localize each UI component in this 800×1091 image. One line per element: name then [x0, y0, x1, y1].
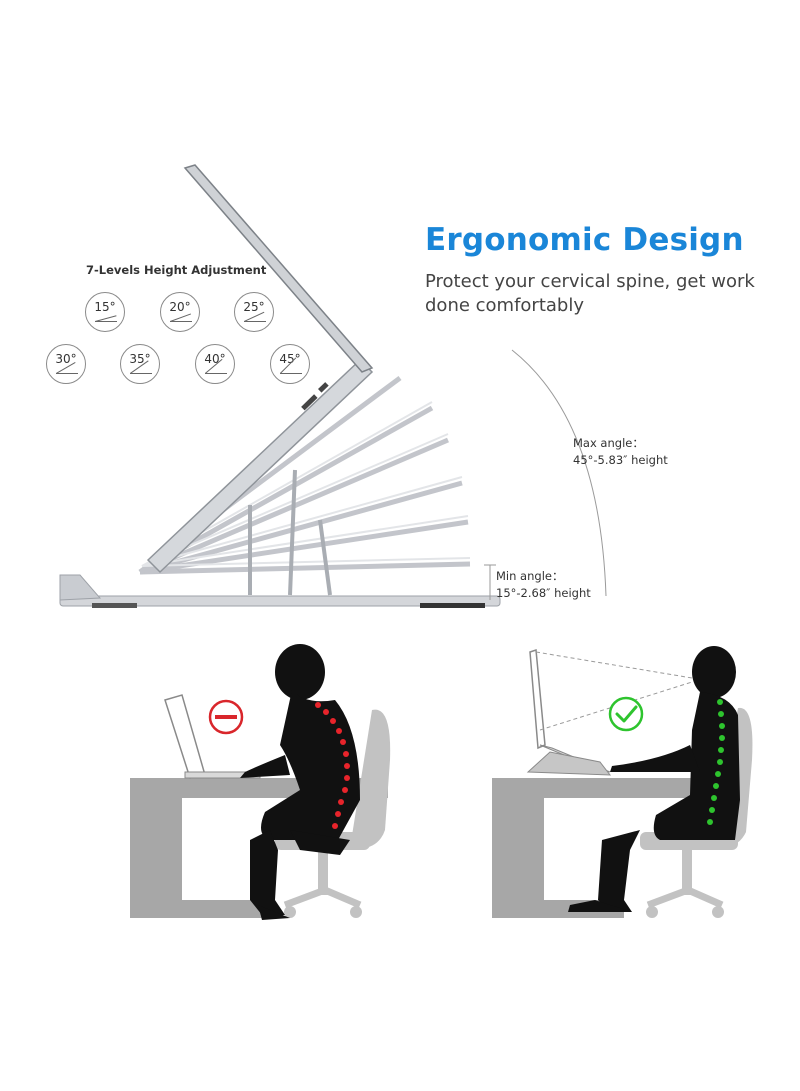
angle-circle-35: 35° [120, 344, 160, 384]
angle-circle-15: 15° [85, 292, 125, 332]
angle-label: 30° [55, 352, 77, 366]
angle-label: 25° [243, 300, 265, 314]
angle-circle-25: 25° [234, 292, 274, 332]
min-angle-value: 15°-2.68″ height [496, 586, 591, 600]
angle-label: 15° [94, 300, 116, 314]
angle-circle-45: 45° [270, 344, 310, 384]
levels-title: 7-Levels Height Adjustment [86, 263, 267, 277]
max-angle-label: Max angle： [573, 436, 644, 450]
angle-label: 45° [279, 352, 301, 366]
angle-label: 20° [169, 300, 191, 314]
checkmark-icon [608, 696, 644, 732]
angle-label: 40° [204, 352, 226, 366]
subheadline: Protect your cervical spine, get work do… [425, 271, 755, 316]
min-angle-spec: Min angle： 15°-2.68″ height [496, 568, 591, 602]
good-posture-scene [492, 646, 753, 918]
min-angle-label: Min angle： [496, 569, 564, 583]
no-entry-icon [208, 699, 244, 735]
angle-circle-30: 30° [46, 344, 86, 384]
headline: Ergonomic Design [425, 222, 744, 258]
angle-circle-40: 40° [195, 344, 235, 384]
bad-posture-scene [130, 644, 391, 920]
max-angle-spec: Max angle： 45°-5.83″ height [573, 435, 668, 469]
max-angle-value: 45°-5.83″ height [573, 453, 668, 467]
angle-circle-20: 20° [160, 292, 200, 332]
